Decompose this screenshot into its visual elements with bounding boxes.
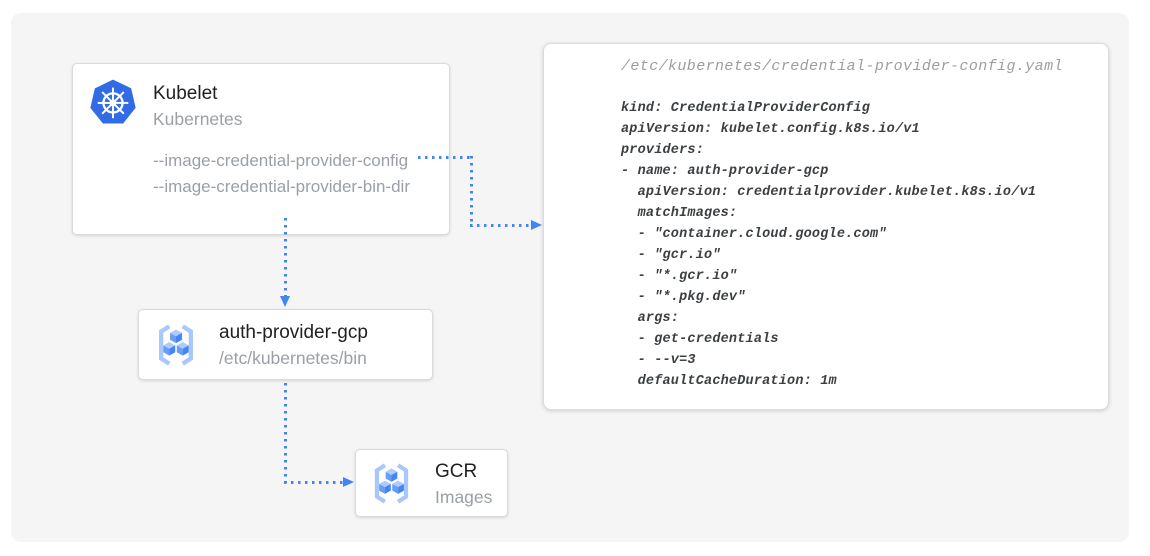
arrowhead-to-gcr-icon [343, 477, 354, 487]
yaml-config-panel: /etc/kubernetes/credential-provider-conf… [543, 43, 1109, 410]
kubernetes-icon [90, 79, 136, 124]
gcr-registry-icon [374, 463, 409, 504]
gcr-title: GCR [435, 461, 478, 482]
node-kubelet: Kubelet Kubernetes --image-credential-pr… [72, 63, 450, 235]
arrow-kubelet-to-config-seg3 [470, 224, 531, 227]
arrowhead-to-auth-icon [280, 296, 290, 307]
gcr-registry-icon [158, 324, 194, 366]
kubelet-subtitle: Kubernetes [153, 109, 243, 129]
yaml-filename: /etc/kubernetes/credential-provider-conf… [621, 58, 1063, 75]
arrow-auth-to-gcr-seg1 [284, 383, 287, 483]
node-gcr: GCR Images [355, 449, 508, 517]
flag-image-credential-provider-bin-dir: --image-credential-provider-bin-dir [153, 177, 410, 196]
auth-provider-subtitle: /etc/kubernetes/bin [219, 348, 367, 368]
arrow-kubelet-to-config-seg2 [470, 156, 473, 227]
gcr-subtitle: Images [435, 487, 493, 507]
auth-provider-title: auth-provider-gcp [219, 322, 368, 343]
node-auth-provider-gcp: auth-provider-gcp /etc/kubernetes/bin [138, 309, 433, 380]
kubelet-flags: --image-credential-provider-config --ima… [153, 148, 410, 200]
yaml-code: kind: CredentialProviderConfig apiVersio… [621, 101, 1037, 389]
flag-image-credential-provider-config: --image-credential-provider-config [153, 151, 409, 170]
arrow-auth-to-gcr-seg2 [284, 481, 343, 484]
arrowhead-to-config-icon [531, 220, 542, 230]
kubelet-title: Kubelet [153, 83, 218, 104]
arrow-kubelet-to-auth-seg [284, 218, 287, 297]
arrow-kubelet-to-config-seg1 [418, 156, 472, 159]
